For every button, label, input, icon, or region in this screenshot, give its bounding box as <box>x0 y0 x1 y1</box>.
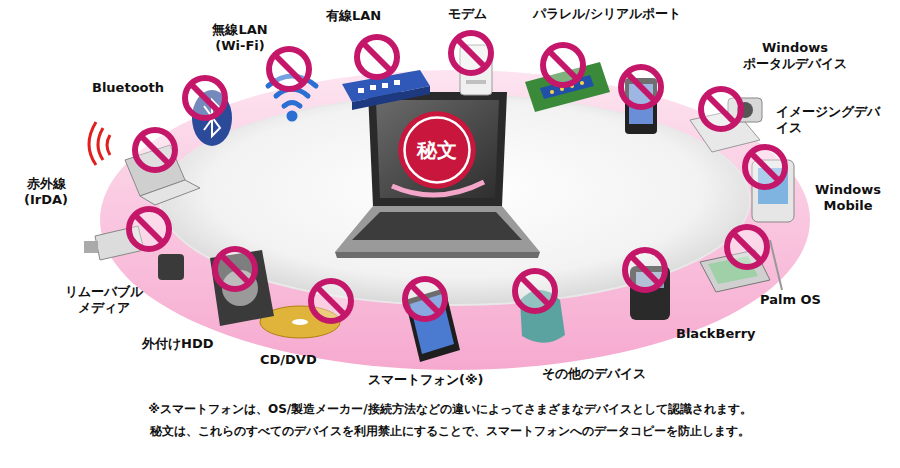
device-label: スマートフォン(※) <box>368 372 518 388</box>
device-label: 外付けHDD <box>142 336 242 352</box>
logo-text: 秘文 <box>397 110 477 190</box>
footnote: 秘文は、これらのすべてのデバイスを利用禁止にすることで、スマートフォンへのデータ… <box>0 424 900 439</box>
device-label: Palm OS <box>760 292 840 308</box>
device-label: BlackBerry <box>676 326 776 342</box>
device-label: その他のデバイス <box>542 366 692 382</box>
device-label: パラレル/シリアルポート <box>533 6 733 22</box>
device-label: リムーバブル メディア <box>48 284 160 317</box>
device-label: Windows Mobile <box>800 182 896 215</box>
external-hdd-icon <box>210 250 274 326</box>
laptop-icon <box>335 92 540 258</box>
device-label: モデム <box>448 6 518 22</box>
device-label: Bluetooth <box>92 80 182 96</box>
device-label: イメージングデバイス <box>776 104 882 137</box>
irda-laptop-icon <box>89 122 200 205</box>
footnote: ※スマートフォンは、OS/製造メーカー/接続方法などの違いによってさまざまなデバ… <box>0 402 900 417</box>
device-label: 無線LAN (Wi-Fi) <box>200 22 280 55</box>
pink-ring <box>100 70 810 370</box>
device-label: CD/DVD <box>260 352 340 368</box>
logo-circle: 秘文 <box>397 110 477 190</box>
device-label: 有線LAN <box>326 8 406 24</box>
device-label: 赤外線 (IrDA) <box>6 176 86 209</box>
device-label: Windows ポータルデバイス <box>730 40 860 73</box>
